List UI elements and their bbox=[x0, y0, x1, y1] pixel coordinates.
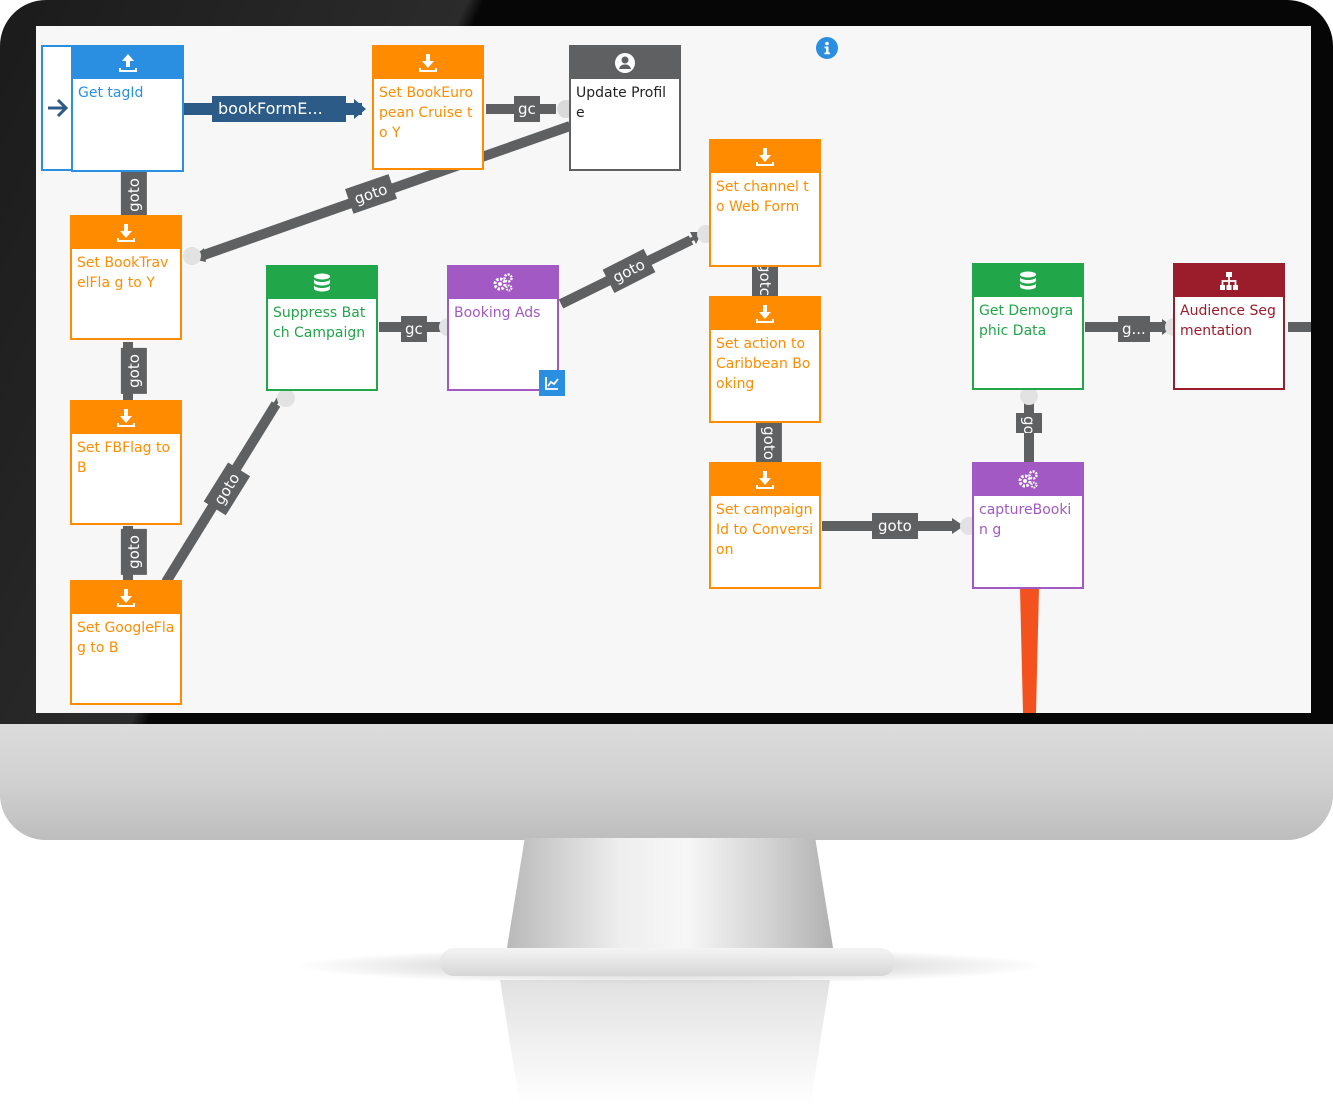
node-header bbox=[73, 47, 182, 79]
download-icon bbox=[419, 54, 437, 72]
download-icon bbox=[117, 589, 135, 607]
edge-capture-active[interactable] bbox=[1020, 588, 1039, 713]
chart-icon bbox=[545, 377, 559, 390]
node-label: Set BookEuropean Cruise to Y bbox=[379, 85, 474, 141]
node-header bbox=[711, 464, 819, 496]
port-demographic-bottom[interactable] bbox=[1020, 387, 1038, 405]
node-label: Get Demographic Data bbox=[979, 303, 1074, 339]
edge-label-goto-action-campaign[interactable]: goto bbox=[755, 420, 782, 466]
entry-point-tab[interactable] bbox=[41, 45, 75, 171]
node-label: Set GoogleFlag to B bbox=[77, 620, 175, 656]
download-icon bbox=[756, 471, 774, 489]
edge-label-goto-travel-fbflag[interactable]: goto bbox=[120, 348, 147, 394]
node-label: Set campaignId to Conversion bbox=[716, 502, 814, 558]
port-set-travel[interactable] bbox=[183, 247, 201, 265]
node-set-book-travel[interactable]: Set BookTravelFla g to Y bbox=[70, 215, 182, 340]
node-set-action[interactable]: Set action to Caribbean Booking bbox=[709, 296, 821, 423]
user-icon bbox=[615, 53, 635, 73]
edge-update-travel-thin bbox=[197, 231, 267, 259]
node-set-book-european[interactable]: Set BookEuropean Cruise to Y bbox=[372, 45, 484, 170]
node-audience-segmentation[interactable]: Audience Segmentation bbox=[1173, 263, 1285, 390]
node-header bbox=[1175, 265, 1283, 297]
gears-icon bbox=[1018, 470, 1038, 489]
edge-capture-arrowhead bbox=[952, 518, 964, 534]
node-header bbox=[374, 47, 482, 79]
port-suppress-batch[interactable] bbox=[277, 389, 295, 407]
node-label: Set FBFlag to B bbox=[77, 440, 171, 476]
edge-label-goto-campaign-capture[interactable]: goto bbox=[872, 513, 918, 539]
download-icon bbox=[117, 224, 135, 242]
node-set-campaignid[interactable]: Set campaignId to Conversion bbox=[709, 462, 821, 589]
node-label: Get tagId bbox=[78, 85, 144, 101]
workflow-canvas[interactable]: bookFormE... gc goto goto goto goto goto… bbox=[36, 26, 1311, 713]
edge-label-goto-suppress-ads[interactable]: gc bbox=[401, 316, 427, 342]
edge-label-goto-capture-demo[interactable]: go bbox=[1016, 413, 1042, 433]
info-glyph bbox=[824, 41, 830, 55]
node-get-tagid[interactable]: Get tagId bbox=[71, 45, 184, 172]
node-update-profile[interactable]: Update Profile bbox=[569, 45, 681, 171]
node-header bbox=[974, 464, 1082, 496]
node-get-demographic[interactable]: Get Demographic Data bbox=[972, 263, 1084, 390]
arrow-right-icon bbox=[48, 98, 69, 118]
node-header bbox=[72, 217, 180, 249]
node-label: Suppress Batch Campaign bbox=[273, 305, 366, 341]
node-set-googleflag[interactable]: Set GoogleFlag to B bbox=[70, 580, 182, 705]
database-icon bbox=[314, 273, 330, 292]
node-header bbox=[711, 298, 819, 330]
database-icon bbox=[1020, 271, 1036, 290]
node-label: Booking Ads bbox=[454, 305, 541, 321]
node-header bbox=[72, 582, 180, 614]
edge-label-goto-demo-audience[interactable]: g... bbox=[1118, 316, 1150, 342]
node-header bbox=[571, 47, 679, 79]
edge-bookingads-channel-thin bbox=[665, 234, 699, 254]
download-icon bbox=[756, 148, 774, 166]
edge-bookform-arrow bbox=[354, 99, 366, 119]
upload-icon bbox=[118, 54, 137, 72]
edge-google-suppress-thin bbox=[234, 396, 281, 468]
download-icon bbox=[117, 409, 135, 427]
node-header bbox=[268, 267, 376, 299]
node-header bbox=[711, 141, 819, 173]
node-label: Update Profile bbox=[576, 85, 667, 121]
node-header bbox=[72, 402, 180, 434]
hierarchy-icon bbox=[1220, 272, 1238, 290]
node-capture-booking[interactable]: captureBookin g bbox=[972, 462, 1084, 589]
gears-icon bbox=[493, 273, 513, 292]
edge-label-goto-tagid-travel[interactable]: goto bbox=[120, 172, 147, 218]
node-header bbox=[449, 267, 557, 299]
node-label: Set channel to Web Form bbox=[716, 179, 809, 215]
node-label: captureBookin g bbox=[979, 502, 1072, 538]
node-set-fbflag[interactable]: Set FBFlag to B bbox=[70, 400, 182, 525]
node-header bbox=[974, 265, 1082, 297]
monitor-reflection bbox=[500, 980, 830, 1105]
node-label: Set action to Caribbean Booking bbox=[716, 336, 811, 392]
edge-label-goto-fbflag-google[interactable]: goto bbox=[120, 529, 147, 575]
node-label: Audience Segmentation bbox=[1180, 303, 1276, 339]
info-icon[interactable] bbox=[816, 37, 838, 59]
node-set-channel[interactable]: Set channel to Web Form bbox=[709, 139, 821, 267]
download-icon bbox=[756, 305, 774, 323]
monitor-stand-neck bbox=[505, 838, 835, 960]
edge-label-goto-cut[interactable]: gc bbox=[514, 96, 540, 122]
analytics-badge[interactable] bbox=[539, 370, 565, 396]
monitor-chin bbox=[0, 724, 1333, 840]
node-suppress-batch[interactable]: Suppress Batch Campaign bbox=[266, 265, 378, 391]
edge-label-bookform[interactable]: bookFormE... bbox=[212, 96, 346, 122]
node-label: Set BookTravelFla g to Y bbox=[77, 255, 169, 291]
monitor-stand-base bbox=[440, 948, 895, 976]
